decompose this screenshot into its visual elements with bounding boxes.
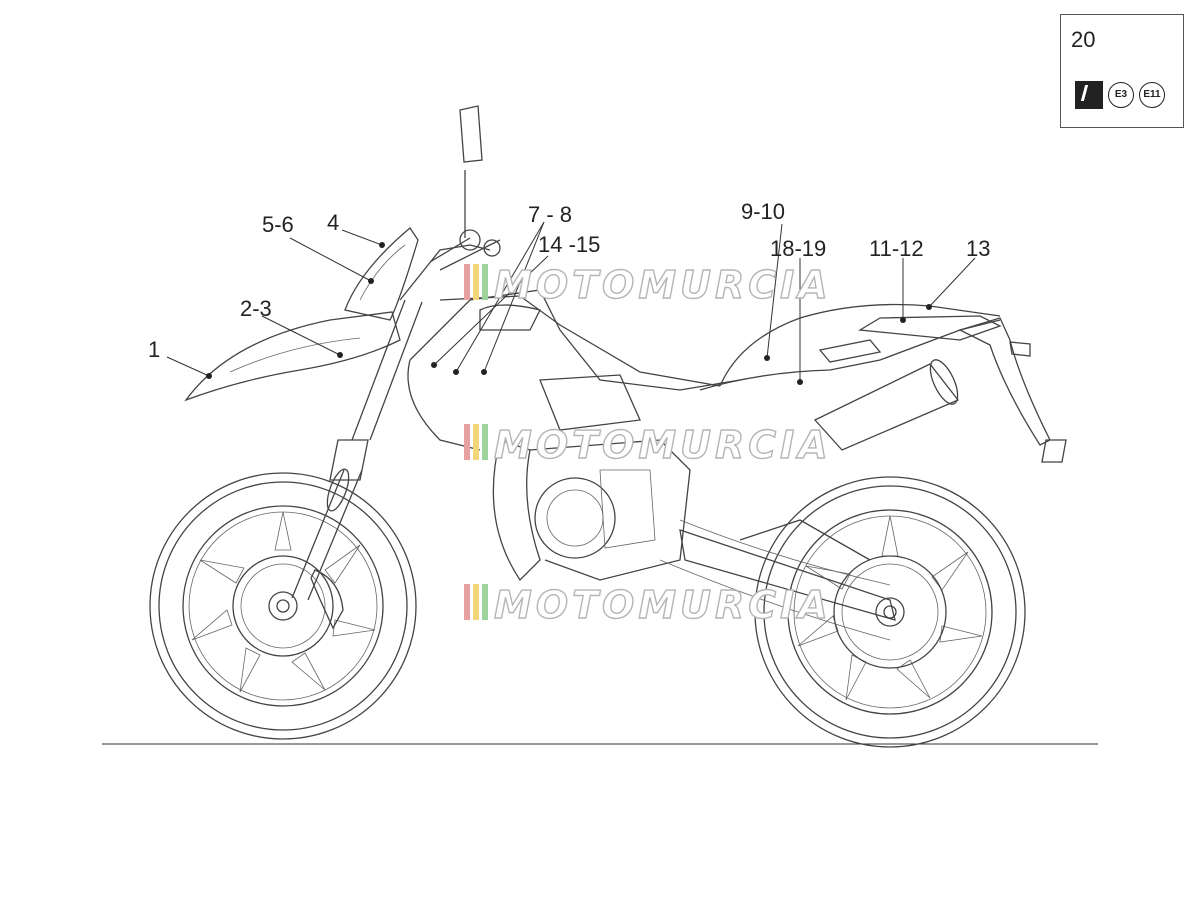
- front-fork: [291, 229, 501, 601]
- watermark-stripe: [473, 424, 479, 460]
- watermark-stripe: [473, 264, 479, 300]
- rear-fender: [958, 317, 1067, 463]
- rear-wheel: [754, 476, 1026, 748]
- watermark-stripe: [482, 264, 488, 300]
- watermark-stripe: [482, 424, 488, 460]
- callout-14-15: 14 -15: [538, 232, 600, 257]
- callout-labels: 1 2-3 5-6 4 7 - 8 14 -15 9-10 18-19 11-1…: [148, 199, 990, 362]
- legend-box: 20 E3 E11: [1060, 14, 1184, 128]
- callout-11-12: 11-12: [869, 236, 924, 261]
- brand-logo-icon: [1075, 81, 1103, 109]
- watermark-text: MOTOMURCIA: [494, 583, 832, 627]
- front-wheel: [149, 472, 417, 740]
- callout-5-6: 5-6: [262, 212, 294, 237]
- front-fender: [184, 311, 401, 402]
- headlight-fairing: [344, 227, 419, 321]
- watermark-3: MOTOMURCIA: [464, 582, 832, 628]
- leader-lines: [166, 221, 976, 382]
- watermark-stripe: [482, 584, 488, 620]
- callout-7-8: 7 - 8: [528, 202, 572, 227]
- callout-18-19: 18-19: [770, 236, 826, 261]
- callout-1: 1: [148, 337, 160, 362]
- watermark-text: MOTOMURCIA: [494, 423, 832, 467]
- mirror: [459, 105, 483, 238]
- legend-icons: E3 E11: [1075, 81, 1165, 109]
- homologation-badge-e3: E3: [1108, 82, 1134, 108]
- watermark-text: MOTOMURCIA: [494, 263, 832, 307]
- callout-9-10: 9-10: [741, 199, 785, 224]
- swingarm: [659, 519, 896, 641]
- homologation-badge-e11: E11: [1139, 82, 1165, 108]
- callout-dots: [206, 242, 932, 385]
- callout-2-3: 2-3: [240, 296, 272, 321]
- engine: [492, 374, 691, 582]
- callout-4: 4: [327, 210, 339, 235]
- exhaust: [813, 359, 960, 451]
- watermark-stripe: [473, 584, 479, 620]
- watermark-2: MOTOMURCIA: [464, 422, 832, 468]
- watermark-1: MOTOMURCIA: [464, 262, 832, 308]
- callout-13: 13: [966, 236, 990, 261]
- watermark-stripe: [464, 584, 470, 620]
- watermark-stripe: [464, 424, 470, 460]
- legend-part-number: 20: [1071, 27, 1096, 52]
- watermark-stripe: [464, 264, 470, 300]
